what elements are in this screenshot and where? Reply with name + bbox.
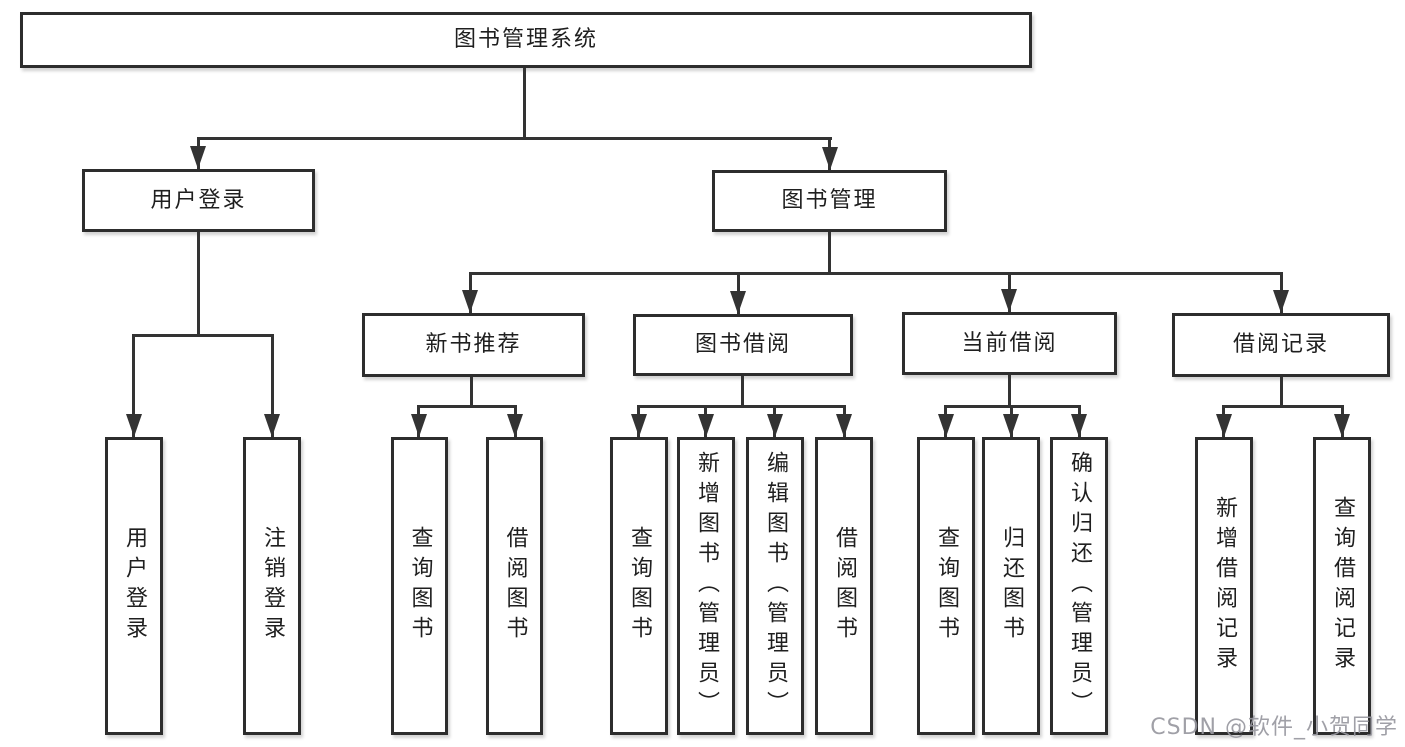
leaf-edit-book-admin: 编辑图书（管理员） xyxy=(746,437,804,735)
leaf-recommend-borrow-book-label: 借阅图书 xyxy=(502,526,528,646)
leaf-logout-label: 注销登录 xyxy=(260,526,285,646)
node-new-book-recommend-label: 新书推荐 xyxy=(425,332,522,357)
leaf-query-borrow-record: 查询借阅记录 xyxy=(1313,437,1371,735)
node-current-borrow-label: 当前借阅 xyxy=(961,330,1058,356)
node-user-login-branch: 用户登录 xyxy=(82,169,315,232)
connector-line xyxy=(828,232,831,273)
arrowhead-icon xyxy=(730,291,746,314)
arrowhead-icon xyxy=(836,414,852,437)
leaf-user-login-label: 用户登录 xyxy=(122,526,147,646)
leaf-confirm-return-admin-label: 确认归还（管理员） xyxy=(1067,451,1092,721)
node-book-management-label: 图书管理 xyxy=(781,188,878,213)
arrowhead-icon xyxy=(1216,414,1232,437)
leaf-add-borrow-record-label: 新增借阅记录 xyxy=(1212,496,1237,676)
arrowhead-icon xyxy=(411,414,427,437)
arrowhead-icon xyxy=(1003,414,1019,437)
node-book-management: 图书管理 xyxy=(712,170,947,232)
arrowhead-icon xyxy=(462,290,478,313)
leaf-return-book: 归还图书 xyxy=(982,437,1040,735)
leaf-add-book-admin-label: 新增图书（管理员） xyxy=(694,451,719,721)
arrowhead-icon xyxy=(1001,289,1017,312)
connector-line xyxy=(197,232,200,335)
leaf-add-borrow-record: 新增借阅记录 xyxy=(1195,437,1253,735)
leaf-current-query-book: 查询图书 xyxy=(917,437,975,735)
leaf-recommend-query-book-label: 查询图书 xyxy=(407,526,433,646)
connector-line xyxy=(469,272,1283,275)
connector-line xyxy=(132,334,135,437)
leaf-borrow-query-book: 查询图书 xyxy=(610,437,668,735)
leaf-borrow-book: 借阅图书 xyxy=(815,437,873,735)
node-borrow-records: 借阅记录 xyxy=(1172,313,1390,377)
node-book-borrow-label: 图书借阅 xyxy=(694,332,791,357)
arrowhead-icon xyxy=(1071,414,1087,437)
arrowhead-icon xyxy=(698,414,714,437)
leaf-current-query-book-label: 查询图书 xyxy=(934,526,959,646)
leaf-recommend-borrow-book: 借阅图书 xyxy=(486,437,543,735)
leaf-borrow-book-label: 借阅图书 xyxy=(832,526,857,646)
node-user-login-branch-label: 用户登录 xyxy=(150,187,247,213)
connector-line xyxy=(197,137,832,140)
connector-line xyxy=(637,405,846,408)
arrowhead-icon xyxy=(631,414,647,437)
arrowhead-icon xyxy=(767,414,783,437)
connector-line xyxy=(1280,377,1283,407)
node-new-book-recommend: 新书推荐 xyxy=(362,313,585,377)
arrowhead-icon xyxy=(190,146,206,169)
connector-line xyxy=(417,405,517,408)
node-root-label: 图书管理系统 xyxy=(453,27,598,52)
leaf-recommend-query-book: 查询图书 xyxy=(391,437,448,735)
arrowhead-icon xyxy=(507,414,523,437)
leaf-edit-book-admin-label: 编辑图书（管理员） xyxy=(763,451,788,721)
leaf-confirm-return-admin: 确认归还（管理员） xyxy=(1050,437,1108,735)
arrowhead-icon xyxy=(938,414,954,437)
arrowhead-icon xyxy=(264,414,280,437)
arrowhead-icon xyxy=(1334,414,1350,437)
csdn-watermark: CSDN @软件_小贺同学 xyxy=(1150,715,1398,740)
arrowhead-icon xyxy=(1273,290,1289,313)
arrowhead-icon xyxy=(126,414,142,437)
connector-line xyxy=(132,334,274,337)
leaf-add-book-admin: 新增图书（管理员） xyxy=(677,437,735,735)
node-root: 图书管理系统 xyxy=(20,12,1032,68)
leaf-user-login: 用户登录 xyxy=(105,437,163,735)
connector-line xyxy=(741,376,744,407)
node-current-borrow: 当前借阅 xyxy=(902,312,1117,375)
leaf-query-borrow-record-label: 查询借阅记录 xyxy=(1330,496,1355,676)
connector-line xyxy=(1008,375,1011,407)
connector-line xyxy=(1222,405,1344,408)
arrowhead-icon xyxy=(822,147,838,170)
connector-line xyxy=(271,334,274,437)
connector-line xyxy=(470,377,473,408)
node-book-borrow: 图书借阅 xyxy=(633,314,853,376)
leaf-borrow-query-book-label: 查询图书 xyxy=(627,526,652,646)
node-borrow-records-label: 借阅记录 xyxy=(1232,332,1329,357)
leaf-logout: 注销登录 xyxy=(243,437,301,735)
connector-line xyxy=(523,68,526,138)
leaf-return-book-label: 归还图书 xyxy=(999,526,1024,646)
